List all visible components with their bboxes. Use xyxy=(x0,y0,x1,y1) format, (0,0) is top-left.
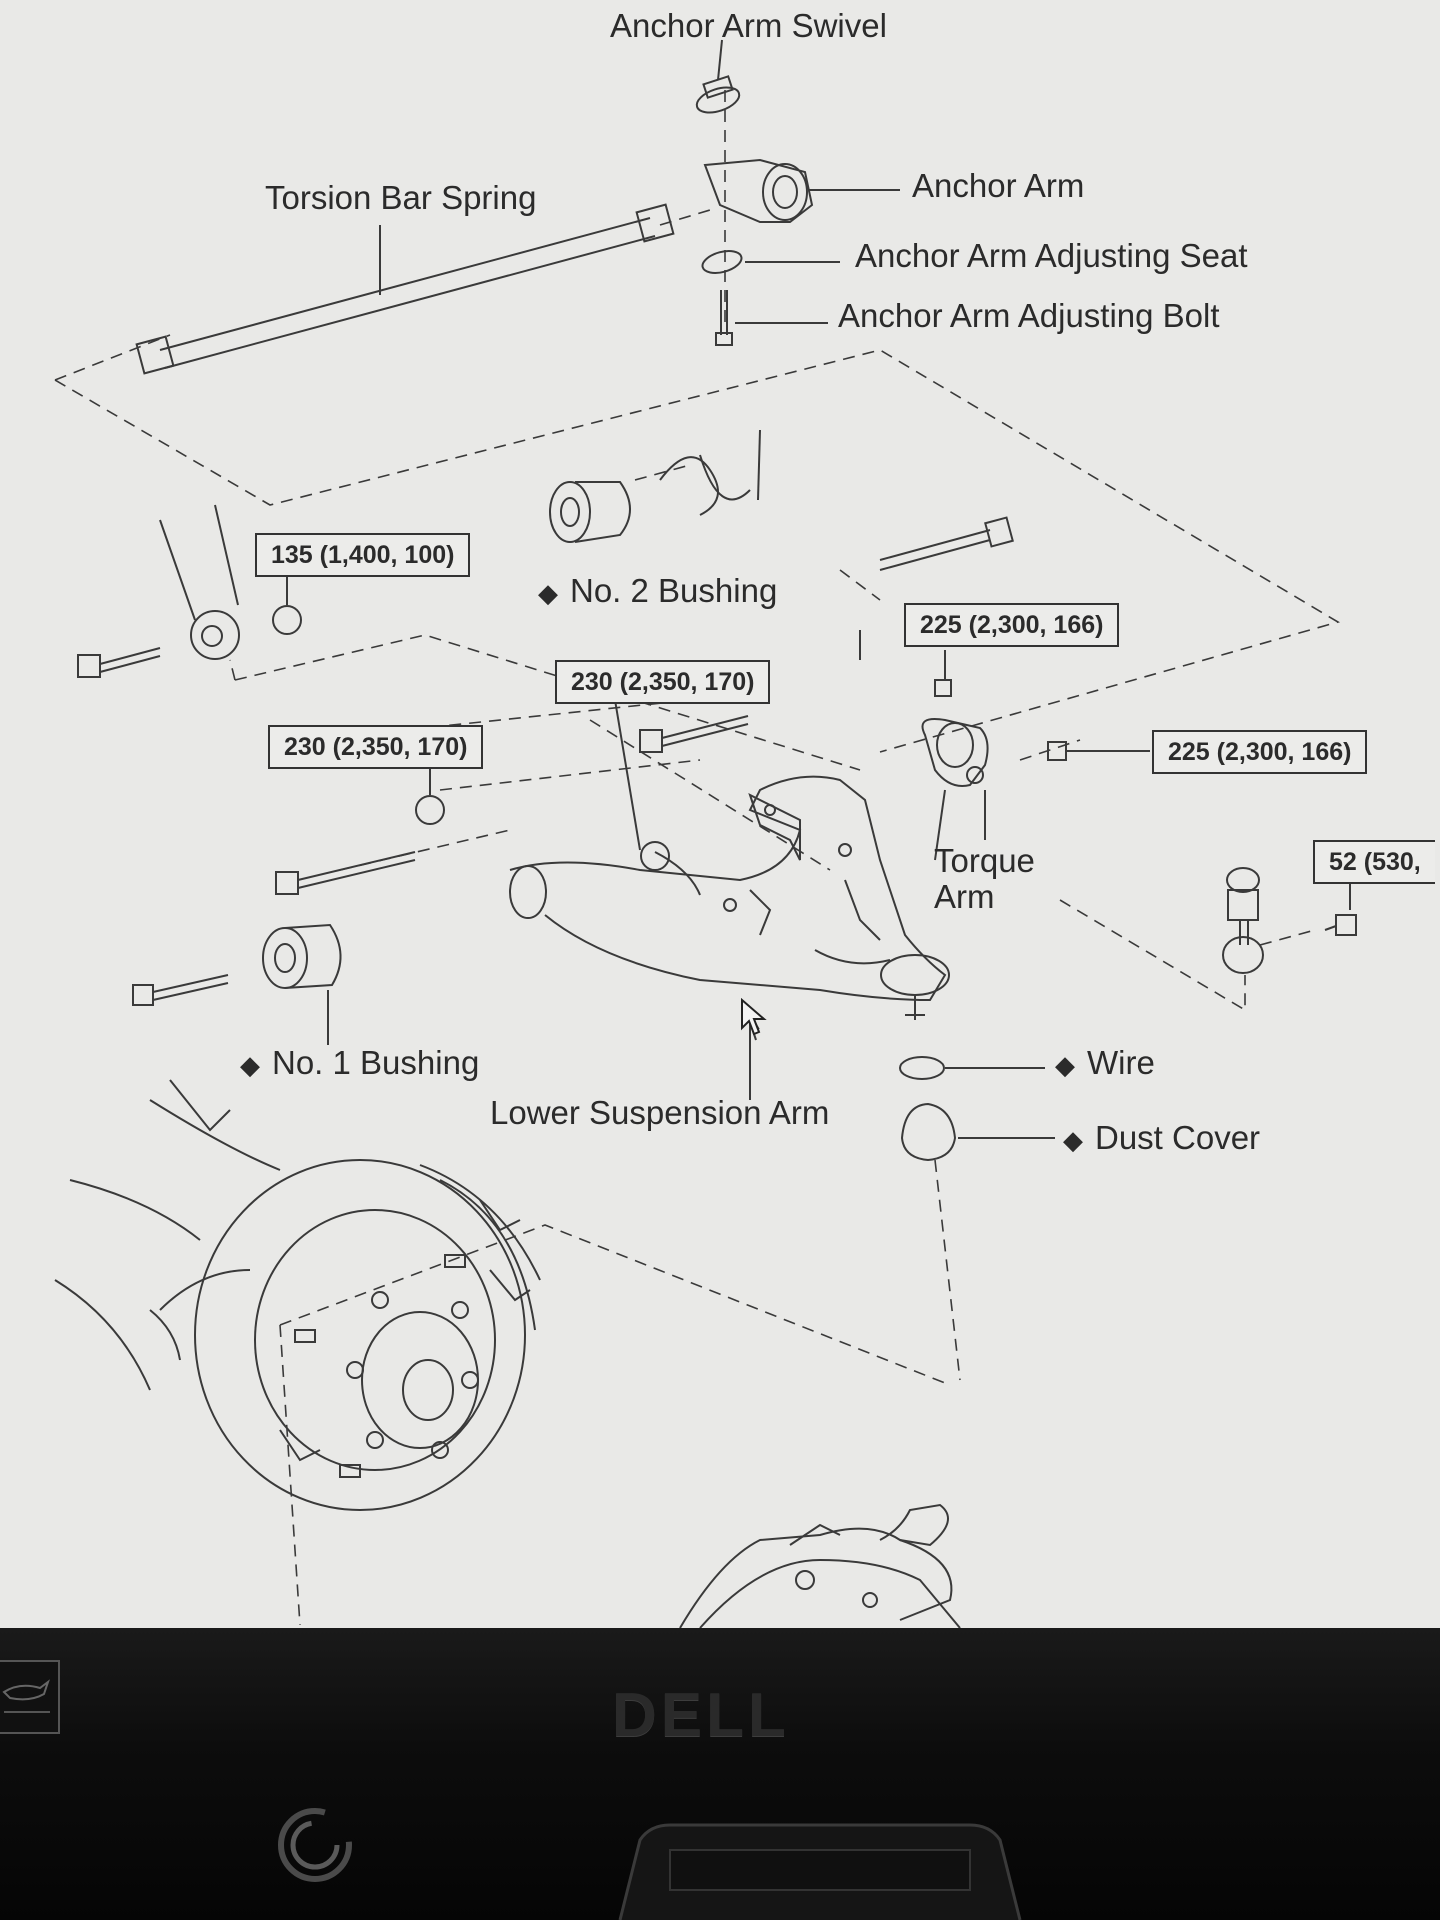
leader-lines xyxy=(749,630,946,1100)
mouse-cursor-icon xyxy=(741,998,767,1036)
shock-absorber-part xyxy=(77,504,302,678)
label-anchor-arm-swivel: Anchor Arm Swivel xyxy=(610,7,887,44)
lower-arm-nuts xyxy=(275,699,749,895)
label-no2-bushing: ◆ No. 2 Bushing xyxy=(538,572,778,609)
monitor-screen: Anchor Arm Swivel Anchor Arm Anchor Arm … xyxy=(0,0,1440,1628)
torque-spec-52: 52 (530, xyxy=(1313,840,1435,884)
torque-arm-bolt-part xyxy=(879,516,1014,571)
torque-spec-225-upper: 225 (2,300, 166) xyxy=(904,603,1120,647)
label-dust-cover: ◆ Dust Cover xyxy=(1063,1119,1261,1156)
no2-bushing-part xyxy=(549,429,761,543)
lower-suspension-arm-part xyxy=(509,775,950,1095)
torque-arm-part xyxy=(921,650,1150,840)
label-anchor-arm: Anchor Arm xyxy=(912,167,1085,204)
anchor-arm-swivel-part xyxy=(695,39,741,114)
assembly-dashed-outlines xyxy=(54,90,1341,1626)
monitor-stand xyxy=(618,1823,1022,1920)
torque-spec-230-upper: 230 (2,350, 170) xyxy=(555,660,771,704)
diamond-marker: ◆ xyxy=(1063,1125,1083,1155)
torque-spec-135: 135 (1,400, 100) xyxy=(255,533,471,577)
diamond-marker: ◆ xyxy=(1055,1050,1075,1080)
torque-spec-230-left: 230 (2,350, 170) xyxy=(268,725,484,769)
brake-rotor-part xyxy=(54,1079,541,1511)
label-wire: ◆ Wire xyxy=(1055,1044,1155,1081)
anchor-arm-part xyxy=(703,158,900,223)
exploded-suspension-diagram xyxy=(54,39,1357,1628)
torsion-bar-spring-part xyxy=(135,203,675,375)
dell-logo: DELL xyxy=(612,1681,790,1750)
no1-bushing-part xyxy=(132,923,342,1045)
diamond-marker: ◆ xyxy=(538,578,558,608)
diamond-marker: ◆ xyxy=(240,1050,260,1080)
steering-knuckle-part xyxy=(679,1503,961,1628)
stabilizer-link-part xyxy=(1222,867,1357,974)
energy-star-icon xyxy=(0,1660,60,1734)
label-no2-bushing-text: No. 2 Bushing xyxy=(570,572,778,609)
anchor-arm-adjusting-seat-part xyxy=(701,250,840,274)
label-torque-arm: Torque Arm xyxy=(934,842,1035,916)
torque-spec-225-right: 225 (2,300, 166) xyxy=(1152,730,1368,774)
anchor-arm-adjusting-bolt-part xyxy=(715,290,828,346)
label-dust-cover-text: Dust Cover xyxy=(1095,1119,1261,1156)
label-no1-bushing: ◆ No. 1 Bushing xyxy=(240,1044,480,1081)
label-no1-bushing-text: No. 1 Bushing xyxy=(272,1044,480,1081)
power-icon[interactable] xyxy=(270,1800,360,1890)
label-lower-suspension-arm: Lower Suspension Arm xyxy=(490,1094,830,1131)
label-anchor-arm-adjusting-seat: Anchor Arm Adjusting Seat xyxy=(855,237,1248,274)
label-torsion-bar-spring: Torsion Bar Spring xyxy=(265,179,537,216)
label-wire-text: Wire xyxy=(1087,1044,1155,1081)
label-anchor-arm-adjusting-bolt: Anchor Arm Adjusting Bolt xyxy=(838,297,1220,334)
wire-and-dust-cover-parts xyxy=(899,1056,1055,1162)
